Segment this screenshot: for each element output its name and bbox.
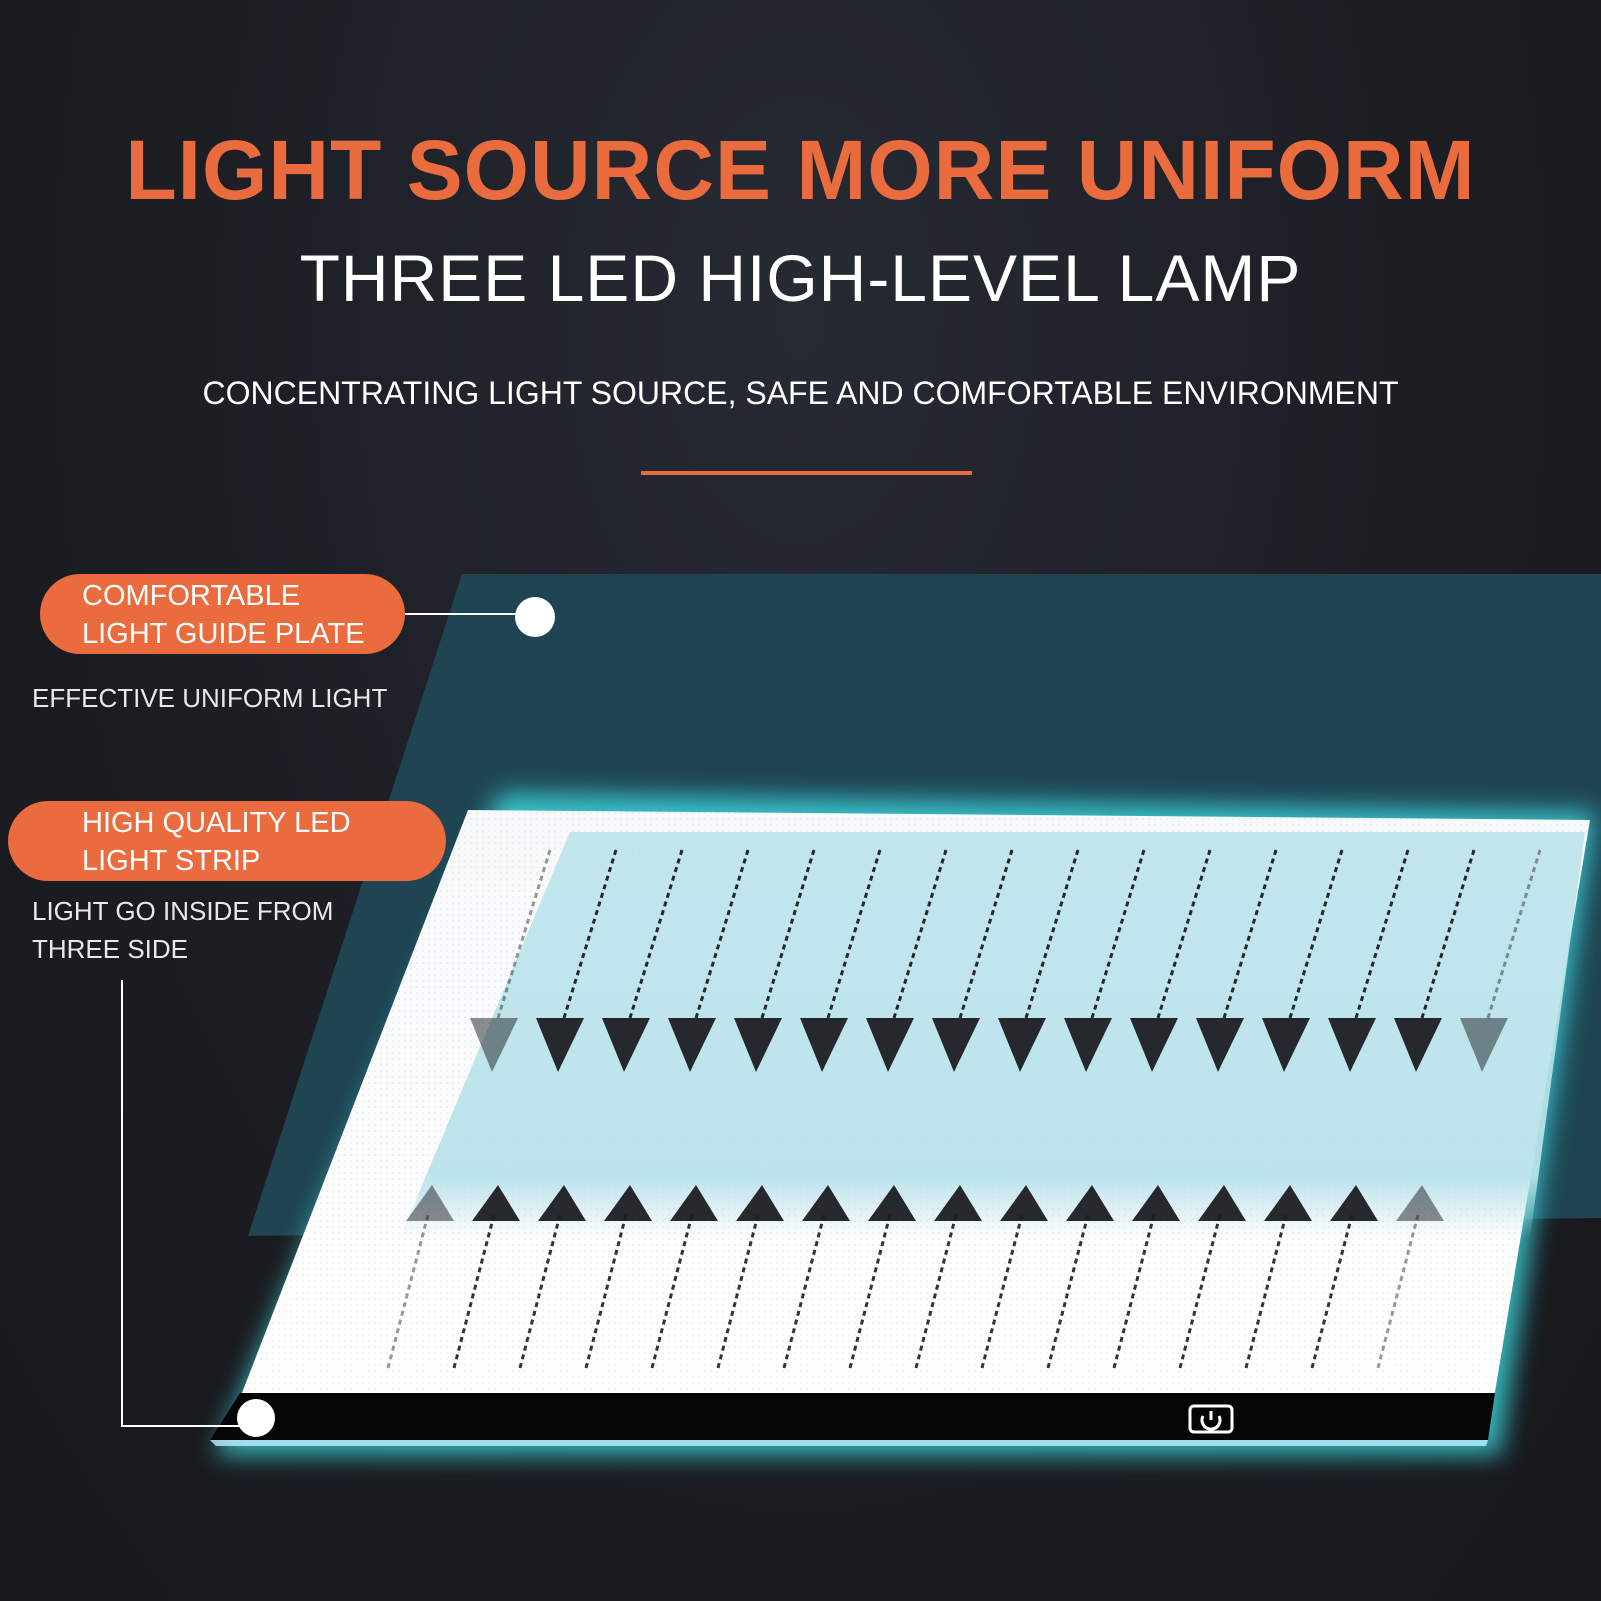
arrow-down-icon xyxy=(800,1018,848,1072)
arrow-down-icon xyxy=(1222,849,1278,1019)
guide-plate-description: EFFECTIVE UNIFORM LIGHT xyxy=(32,683,388,713)
accent-divider xyxy=(641,471,972,475)
guide-plate-marker xyxy=(515,597,555,637)
arrow-down-icon xyxy=(734,1018,782,1072)
arrow-down-icon xyxy=(1156,849,1212,1019)
arrow-down-icon xyxy=(1196,1018,1244,1072)
headline: LIGHT SOURCE MORE UNIFORM xyxy=(125,123,1476,217)
arrow-down-icon xyxy=(998,1018,1046,1072)
arrow-down-icon xyxy=(536,1018,584,1072)
led-strip-edge xyxy=(210,1440,1488,1446)
arrow-up-icon xyxy=(538,1185,586,1221)
arrow-up-icon xyxy=(1330,1185,1378,1221)
arrow-down-icon xyxy=(1354,849,1410,1019)
arrow-down-icon xyxy=(826,849,882,1019)
arrow-down-icon xyxy=(1024,849,1080,1019)
arrow-down-icon xyxy=(1130,1018,1178,1072)
arrow-down-icon xyxy=(866,1018,914,1072)
arrow-up-icon xyxy=(868,1185,916,1221)
arrow-down-icon xyxy=(1064,1018,1112,1072)
guide-plate-label: COMFORTABLE LIGHT GUIDE PLATE xyxy=(40,574,405,654)
arrow-down-icon xyxy=(1328,1018,1376,1072)
arrow-down-icon xyxy=(932,1018,980,1072)
arrow-up-icon xyxy=(934,1185,982,1221)
arrow-down-icon xyxy=(602,1018,650,1072)
arrow-down-icon xyxy=(1262,1018,1310,1072)
arrow-up-icon xyxy=(406,1185,454,1221)
led-strip-marker xyxy=(237,1399,275,1437)
arrow-up-icon xyxy=(472,1185,520,1221)
arrow-down-icon xyxy=(760,849,816,1019)
arrow-down-icon xyxy=(892,849,948,1019)
arrow-down-icon xyxy=(1090,849,1146,1019)
light-band xyxy=(400,832,1585,1238)
arrows-up-group xyxy=(386,1185,1444,1369)
arrow-up-icon xyxy=(736,1185,784,1221)
arrow-up-icon xyxy=(1264,1185,1312,1221)
subheadline: THREE LED HIGH-LEVEL LAMP xyxy=(299,241,1302,315)
arrow-up-icon xyxy=(802,1185,850,1221)
arrow-down-icon xyxy=(958,849,1014,1019)
power-icon[interactable] xyxy=(1188,1404,1234,1434)
arrows-down-group xyxy=(470,849,1542,1072)
led-strip-description: LIGHT GO INSIDE FROM THREE SIDE xyxy=(32,896,334,964)
arrow-down-icon xyxy=(496,849,552,1019)
arrow-up-icon xyxy=(1066,1185,1114,1221)
arrow-down-icon xyxy=(1394,1018,1442,1072)
arrow-down-icon xyxy=(1288,849,1344,1019)
led-strip-label: HIGH QUALITY LED LIGHT STRIP xyxy=(8,801,446,881)
arrow-down-icon xyxy=(1460,1018,1508,1072)
arrow-up-icon xyxy=(1132,1185,1180,1221)
arrow-down-icon xyxy=(470,1018,518,1072)
arrow-down-icon xyxy=(562,849,618,1019)
led-strip-bar xyxy=(210,1393,1495,1440)
tagline: CONCENTRATING LIGHT SOURCE, SAFE AND COM… xyxy=(202,375,1399,411)
arrow-down-icon xyxy=(668,1018,716,1072)
arrow-down-icon xyxy=(628,849,684,1019)
arrow-down-icon xyxy=(1486,849,1542,1019)
arrow-up-icon xyxy=(1000,1185,1048,1221)
arrow-up-icon xyxy=(1396,1185,1444,1221)
arrow-down-icon xyxy=(694,849,750,1019)
arrow-up-icon xyxy=(670,1185,718,1221)
arrow-up-icon xyxy=(604,1185,652,1221)
arrow-up-icon xyxy=(1198,1185,1246,1221)
arrow-down-icon xyxy=(1420,849,1476,1019)
led-strip-connector xyxy=(121,980,256,1427)
